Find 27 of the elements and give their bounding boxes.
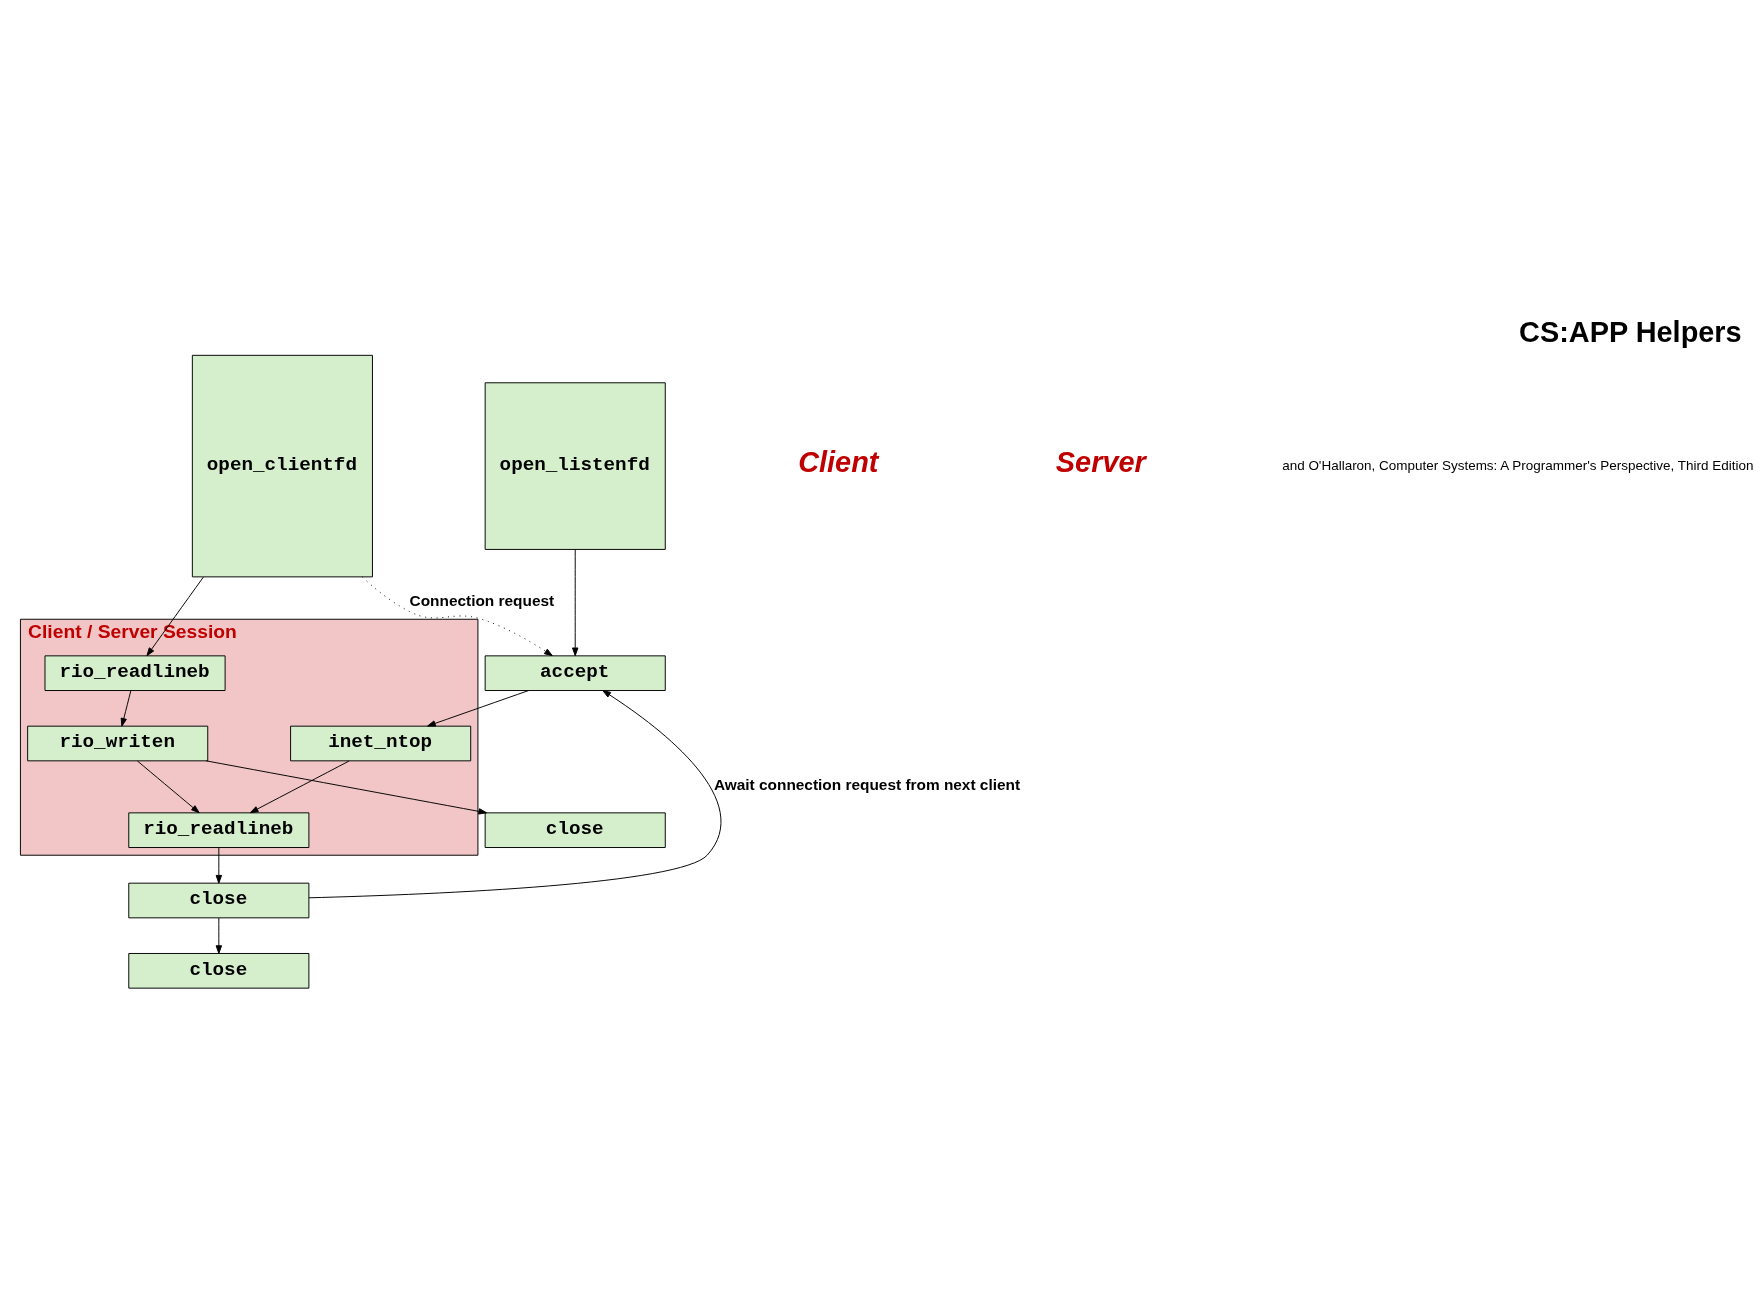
node-box: rio_writen [27, 725, 209, 761]
arrow [249, 760, 350, 813]
node-box: close [484, 811, 666, 848]
arrow [427, 689, 530, 727]
arrow [205, 759, 488, 815]
arrow [146, 576, 204, 656]
node-box: inet_ntop [290, 725, 472, 761]
arrow [572, 548, 579, 656]
arrow [361, 576, 553, 656]
diagram-title: CS:APP Helpers [1519, 315, 1742, 348]
edge-label: Connection request [409, 591, 555, 609]
node-box: close [128, 952, 310, 989]
arrow [308, 689, 722, 898]
label: Server [1055, 445, 1146, 478]
label: Client [798, 445, 879, 478]
node-box: open_listenfd [484, 381, 666, 550]
arrow [215, 846, 222, 884]
edge-label: Await connection request from next client [713, 775, 1021, 793]
node-box: close [128, 882, 310, 918]
node-box: accept [484, 654, 666, 691]
label: and O'Hallaron, Computer Systems: A Programmer's Perspective, Third Edition [1282, 457, 1754, 473]
node-box: rio_readlineb [44, 654, 226, 691]
arrow [215, 917, 222, 954]
node-box: rio_readlineb [128, 811, 310, 848]
arrow [136, 760, 200, 813]
node-box: open_clientfd [191, 354, 373, 577]
arrow [120, 689, 132, 727]
